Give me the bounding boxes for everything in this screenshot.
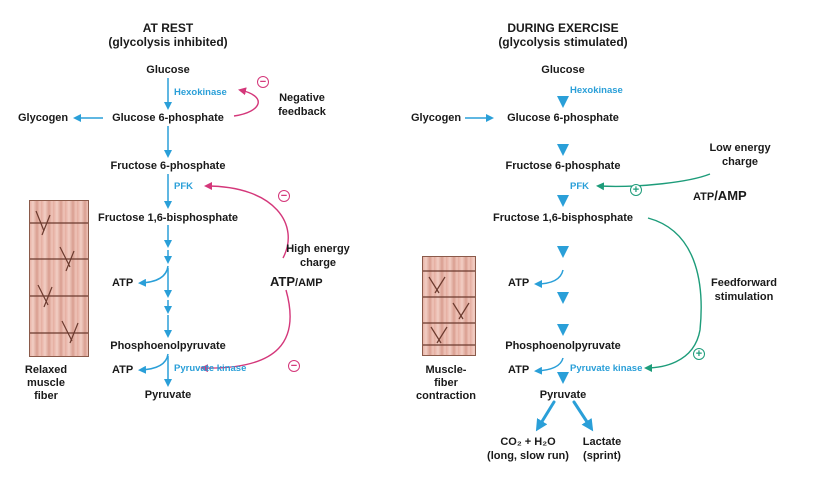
left-glycogen: Glycogen	[18, 112, 69, 124]
left-pfk: PFK	[174, 181, 193, 192]
left-negative-feedback-2: feedback	[278, 106, 326, 118]
right-glycogen: Glycogen	[411, 112, 462, 124]
right-fiber-label-1: Muscle-	[425, 364, 467, 376]
right-title: DURING EXERCISE	[507, 21, 619, 35]
left-atp-amp: ATP/AMP	[270, 275, 323, 290]
left-fructose-16-bisphosphate: Fructose 1,6-bisphosphate	[98, 212, 238, 224]
right-pyruvate: Pyruvate	[539, 389, 587, 401]
right-atp-2: ATP	[508, 364, 530, 376]
left-high-energy-2: charge	[299, 257, 337, 269]
left-minus-sign-pfk: −	[278, 190, 290, 202]
right-lactate: Lactate	[582, 436, 622, 448]
right-low-energy-2: charge	[721, 156, 759, 168]
left-subtitle: (glycolysis inhibited)	[108, 35, 228, 49]
right-phosphoenolpyruvate: Phosphoenolpyruvate	[505, 340, 621, 352]
left-hexokinase: Hexokinase	[174, 87, 227, 98]
left-atp: ATP	[112, 277, 134, 289]
left-fructose-6-phosphate: Fructose 6-phosphate	[110, 160, 226, 172]
left-glucose: Glucose	[146, 64, 190, 76]
right-pyruvate-kinase: Pyruvate kinase	[570, 363, 643, 374]
right-pfk: PFK	[570, 181, 589, 192]
left-pyruvate: Pyruvate	[144, 389, 192, 401]
left-atp-2: ATP	[112, 364, 134, 376]
left-phosphoenolpyruvate: Phosphoenolpyruvate	[110, 340, 226, 352]
left-fiber-label-2: muscle	[27, 377, 65, 389]
left-title: AT REST	[142, 21, 194, 35]
right-plus-sign-pfk: +	[630, 184, 642, 196]
right-glucose-6-phosphate: Glucose 6-phosphate	[507, 112, 619, 124]
right-low-energy-1: Low energy	[709, 142, 771, 154]
left-negative-feedback-1: Negative	[279, 92, 325, 104]
relaxed-fiber-bands	[30, 210, 88, 344]
contracted-muscle-fiber-image	[422, 256, 476, 356]
relaxed-muscle-fiber-image	[29, 200, 89, 357]
left-atp-amp-atp: ATP	[270, 274, 296, 289]
left-minus-sign-pyruvate-kinase: −	[288, 360, 300, 372]
right-sprint: (sprint)	[583, 450, 621, 462]
right-fructose-6-phosphate: Fructose 6-phosphate	[505, 160, 621, 172]
right-atp-amp-atp: ATP	[693, 191, 715, 203]
right-feedforward-1: Feedforward	[710, 277, 778, 289]
right-atp-amp-amp: /AMP	[714, 188, 747, 203]
right-atp-amp: ATP/AMP	[693, 189, 747, 204]
left-minus-sign-hexokinase: −	[257, 76, 269, 88]
right-feedforward-2: stimulation	[714, 291, 774, 303]
left-glucose-6-phosphate: Glucose 6-phosphate	[112, 112, 224, 124]
left-fiber-label-3: fiber	[34, 390, 58, 402]
right-fructose-16-bisphosphate: Fructose 1,6-bisphosphate	[493, 212, 633, 224]
right-glucose: Glucose	[541, 64, 585, 76]
right-subtitle: (glycolysis stimulated)	[498, 35, 628, 49]
right-atp: ATP	[508, 277, 530, 289]
right-plus-sign-pyruvate-kinase: +	[693, 348, 705, 360]
right-fiber-label-2: fiber	[434, 377, 458, 389]
right-co2-h2o: CO₂ + H₂O	[500, 436, 556, 448]
right-fiber-label-3: contraction	[416, 390, 476, 402]
right-stimulation-arrows	[596, 173, 711, 372]
left-fiber-label-1: Relaxed	[24, 364, 68, 376]
left-high-energy-1: High energy	[286, 243, 350, 255]
contracted-fiber-bands	[423, 270, 475, 346]
left-pathway-arrows	[73, 78, 172, 387]
right-side-arrows	[465, 114, 564, 375]
left-inhibition-arrows	[200, 87, 291, 373]
left-atp-amp-amp: /AMP	[295, 277, 323, 289]
left-pyruvate-kinase: Pyruvate kinase	[174, 363, 247, 374]
right-branch-arrows	[535, 400, 594, 432]
right-hexokinase: Hexokinase	[570, 85, 623, 96]
right-long-slow-run: (long, slow run)	[487, 450, 569, 462]
